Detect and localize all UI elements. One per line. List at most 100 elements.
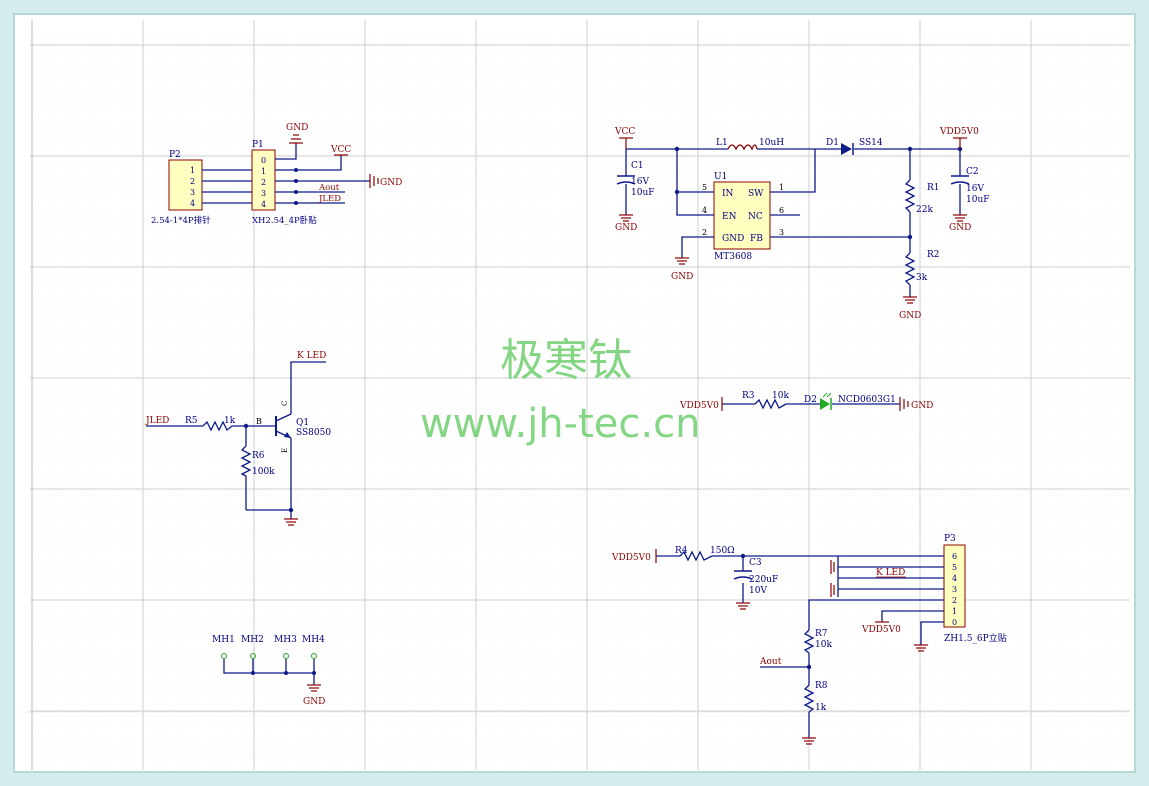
c1-capacitor[interactable]: C1 16V 10uF: [616, 161, 655, 198]
d2-led[interactable]: D2 NCD0603G1: [804, 392, 896, 410]
watermark-brand: 极寒钛: [500, 335, 632, 386]
p2-pin-4: 4: [190, 199, 195, 208]
r3-ref: R3: [742, 391, 755, 401]
u1-num-gnd: 2: [702, 228, 707, 237]
r7-resistor[interactable]: R7 10k: [803, 629, 832, 654]
q1-collector: C: [281, 401, 289, 406]
r4-resistor[interactable]: R4 150Ω: [675, 546, 735, 562]
u1-part: MT3608: [714, 252, 752, 262]
d2-ref: D2: [804, 395, 817, 405]
mh-gnd-label: GND: [303, 697, 325, 707]
p3-pin-3: 3: [952, 585, 957, 594]
vcc-symbol-boost: [619, 137, 633, 149]
p3-pin-0: 0: [952, 618, 957, 627]
p1-vcc-label: VCC: [330, 145, 351, 155]
mounting-holes[interactable]: MH1 MH2 MH3 MH4: [212, 635, 325, 685]
r5-resistor[interactable]: R5 1k: [185, 416, 236, 432]
q1-ref: Q1: [296, 418, 309, 428]
l1-inductor[interactable]: L1 10uH: [716, 138, 784, 151]
p1-junctions: [294, 168, 298, 205]
gnd-symbol-led: [899, 397, 909, 411]
r4-value: 150Ω: [710, 546, 735, 556]
p2-p1-wires: [202, 169, 252, 204]
c3-voltage: 10V: [749, 586, 767, 596]
c2-gnd-label: GND: [949, 223, 971, 233]
gnd-symbol-c2: [953, 214, 967, 222]
p1-pin-1: 1: [261, 167, 266, 176]
l1-value: 10uH: [759, 138, 784, 148]
driver-jled-label: JLED: [145, 416, 169, 426]
r3-resistor[interactable]: R3 10k: [742, 391, 789, 410]
c2-value: 10uF: [966, 195, 990, 205]
p2-pin-3: 3: [190, 188, 195, 197]
p2-value: 2.54-1*4P排针: [151, 215, 211, 226]
gnd-symbol-c3: [736, 602, 750, 610]
r2-ref: R2: [927, 250, 940, 260]
q1-transistor[interactable]: Q1 SS8050 B C E: [256, 401, 331, 453]
u1-pin-gnd: GND: [722, 234, 744, 244]
c3-value: 220uF: [749, 575, 778, 585]
u1-pin-en: EN: [722, 212, 737, 222]
p1-value: XH2.54_4P卧贴: [252, 215, 317, 226]
d1-diode[interactable]: D1 SS14: [826, 138, 883, 155]
p3-connector[interactable]: P3 6 5 4 3 2 1 0 ZH1.5_6P立贴: [943, 534, 1007, 644]
gnd-symbol-p3: [914, 644, 928, 652]
u1-ref: U1: [714, 172, 727, 182]
p2-ref: P2: [169, 150, 181, 160]
r1-resistor[interactable]: R1 22k: [904, 179, 940, 215]
boost-vcc-label: VCC: [614, 127, 635, 137]
p1-pin-3: 3: [261, 189, 266, 198]
u1-mt3608[interactable]: U1 MT3608 IN EN GND SW NC FB 5 4 2 1 6 3: [702, 172, 784, 262]
gnd-symbol-mh: [307, 684, 321, 692]
r8-resistor[interactable]: R8 1k: [803, 681, 828, 713]
p3-kled-label: K LED: [876, 568, 905, 578]
r6-ref: R6: [252, 451, 265, 461]
mh4-label: MH4: [302, 635, 325, 645]
p1-jled-label: JLED: [318, 194, 341, 204]
p1-gnd2-label: GND: [380, 178, 402, 188]
r6-resistor[interactable]: R6 100k: [240, 445, 275, 477]
p2-connector[interactable]: P2 1 2 3 4 2.54-1*4P排针: [151, 150, 211, 226]
r8-value: 1k: [815, 703, 827, 713]
c2-capacitor[interactable]: C2 16V 10uF: [950, 167, 990, 205]
p3-pin-5: 5: [952, 563, 957, 572]
p3-junctions: [740, 553, 812, 670]
u1-gnd-label: GND: [671, 272, 693, 282]
driver-junctions: [243, 423, 294, 513]
gnd-symbol-r8: [802, 737, 816, 745]
boost-junctions: [674, 146, 963, 240]
q1-base: B: [256, 417, 262, 426]
mh3-label: MH3: [274, 635, 297, 645]
p3-aout-label: Aout: [759, 657, 782, 667]
p1-ref: P1: [252, 140, 264, 150]
c1-gnd-label: GND: [615, 223, 637, 233]
p2-pin-1: 1: [190, 166, 195, 175]
p3-pin-1: 1: [952, 607, 957, 616]
gnd-symbol-p1-right: [369, 174, 379, 188]
p3-pin-4: 4: [952, 574, 957, 583]
p1-gnd-label: GND: [286, 123, 308, 133]
u1-num-in: 5: [702, 183, 707, 192]
p1-pin-4: 4: [261, 200, 266, 209]
c1-voltage: 16V: [631, 177, 649, 187]
c3-capacitor[interactable]: C3 220uF 10V: [733, 558, 778, 596]
u1-pin-in: IN: [722, 189, 734, 199]
u1-num-sw: 1: [779, 183, 784, 192]
p1-aout-label: Aout: [318, 183, 340, 193]
r8-ref: R8: [815, 681, 828, 691]
r3-value: 10k: [772, 391, 789, 401]
major-grid: [30, 20, 1130, 770]
driver-wires: [146, 361, 326, 519]
p3-vdd2-label: VDD5V0: [861, 625, 901, 635]
c3-ref: C3: [749, 558, 762, 568]
d1-value: SS14: [859, 138, 883, 148]
r6-value: 100k: [252, 467, 275, 477]
p3-wires: [656, 555, 944, 738]
p1-pin-2: 2: [261, 178, 266, 187]
led-vdd-label: VDD5V0: [679, 401, 719, 411]
u1-num-fb: 3: [779, 228, 784, 237]
l1-ref: L1: [716, 138, 728, 148]
r2-resistor[interactable]: R2 3k: [904, 250, 940, 286]
gnd-symbol-c1: [619, 214, 633, 222]
p1-connector[interactable]: P1 0 1 2 3 4 XH2.54_4P卧贴: [251, 140, 317, 226]
